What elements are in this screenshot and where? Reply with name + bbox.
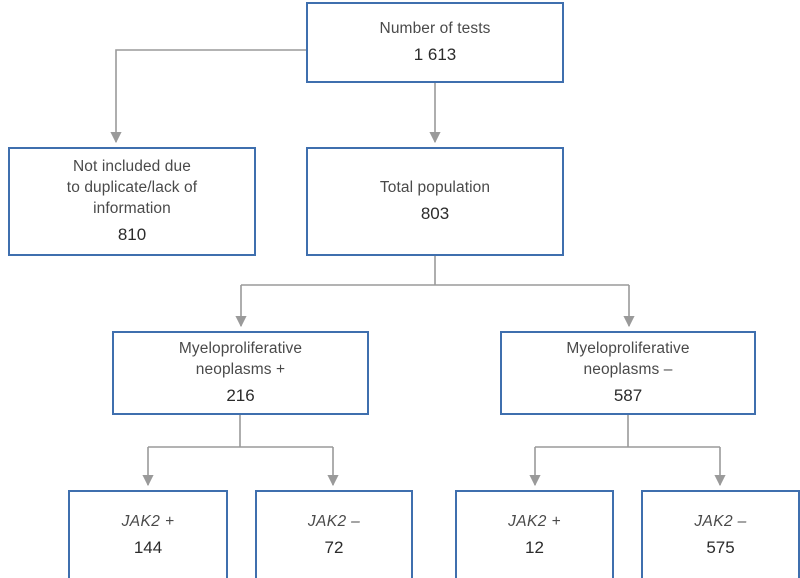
node-value: 575 — [706, 538, 735, 558]
node-value: 12 — [525, 538, 544, 558]
node-value: 810 — [117, 224, 147, 244]
node-jak2-negative-of-mpn-negative: JAK2 – 575 — [641, 490, 800, 578]
node-mpn-negative: Myeloproliferative neoplasms – 587 — [500, 331, 756, 415]
node-jak2-negative-of-mpn-positive: JAK2 – 72 — [255, 490, 413, 578]
node-label: Myeloproliferative neoplasms – — [566, 340, 690, 378]
node-value: 587 — [613, 385, 643, 405]
node-label: Not included due to duplicate/lack of in… — [66, 158, 198, 217]
node-number-of-tests: Number of tests 1 613 — [306, 2, 564, 83]
node-value: 1 613 — [413, 44, 457, 64]
node-jak2-positive-of-mpn-negative: JAK2 + 12 — [455, 490, 614, 578]
node-value: 144 — [133, 538, 163, 558]
node-label: Myeloproliferative neoplasms + — [178, 340, 303, 378]
node-value: 216 — [226, 385, 255, 405]
node-value: 803 — [420, 203, 450, 223]
node-label: Total population — [379, 178, 491, 196]
node-total-population: Total population 803 — [306, 147, 564, 256]
edge-tests-to-excluded — [110, 49, 306, 144]
node-label: JAK2 + — [508, 513, 561, 531]
node-label: JAK2 – — [694, 513, 747, 531]
node-not-included: Not included due to duplicate/lack of in… — [8, 147, 256, 256]
edge-population-split — [235, 256, 635, 328]
edge-mpn-negative-split — [529, 415, 726, 487]
node-jak2-positive-of-mpn-positive: JAK2 + 144 — [68, 490, 228, 578]
node-mpn-positive: Myeloproliferative neoplasms + 216 — [112, 331, 369, 415]
edge-mpn-positive-split — [142, 415, 339, 487]
node-label: JAK2 – — [307, 513, 361, 531]
node-value: 72 — [324, 538, 344, 558]
node-label: JAK2 + — [121, 513, 175, 531]
node-label: Number of tests — [379, 19, 491, 37]
